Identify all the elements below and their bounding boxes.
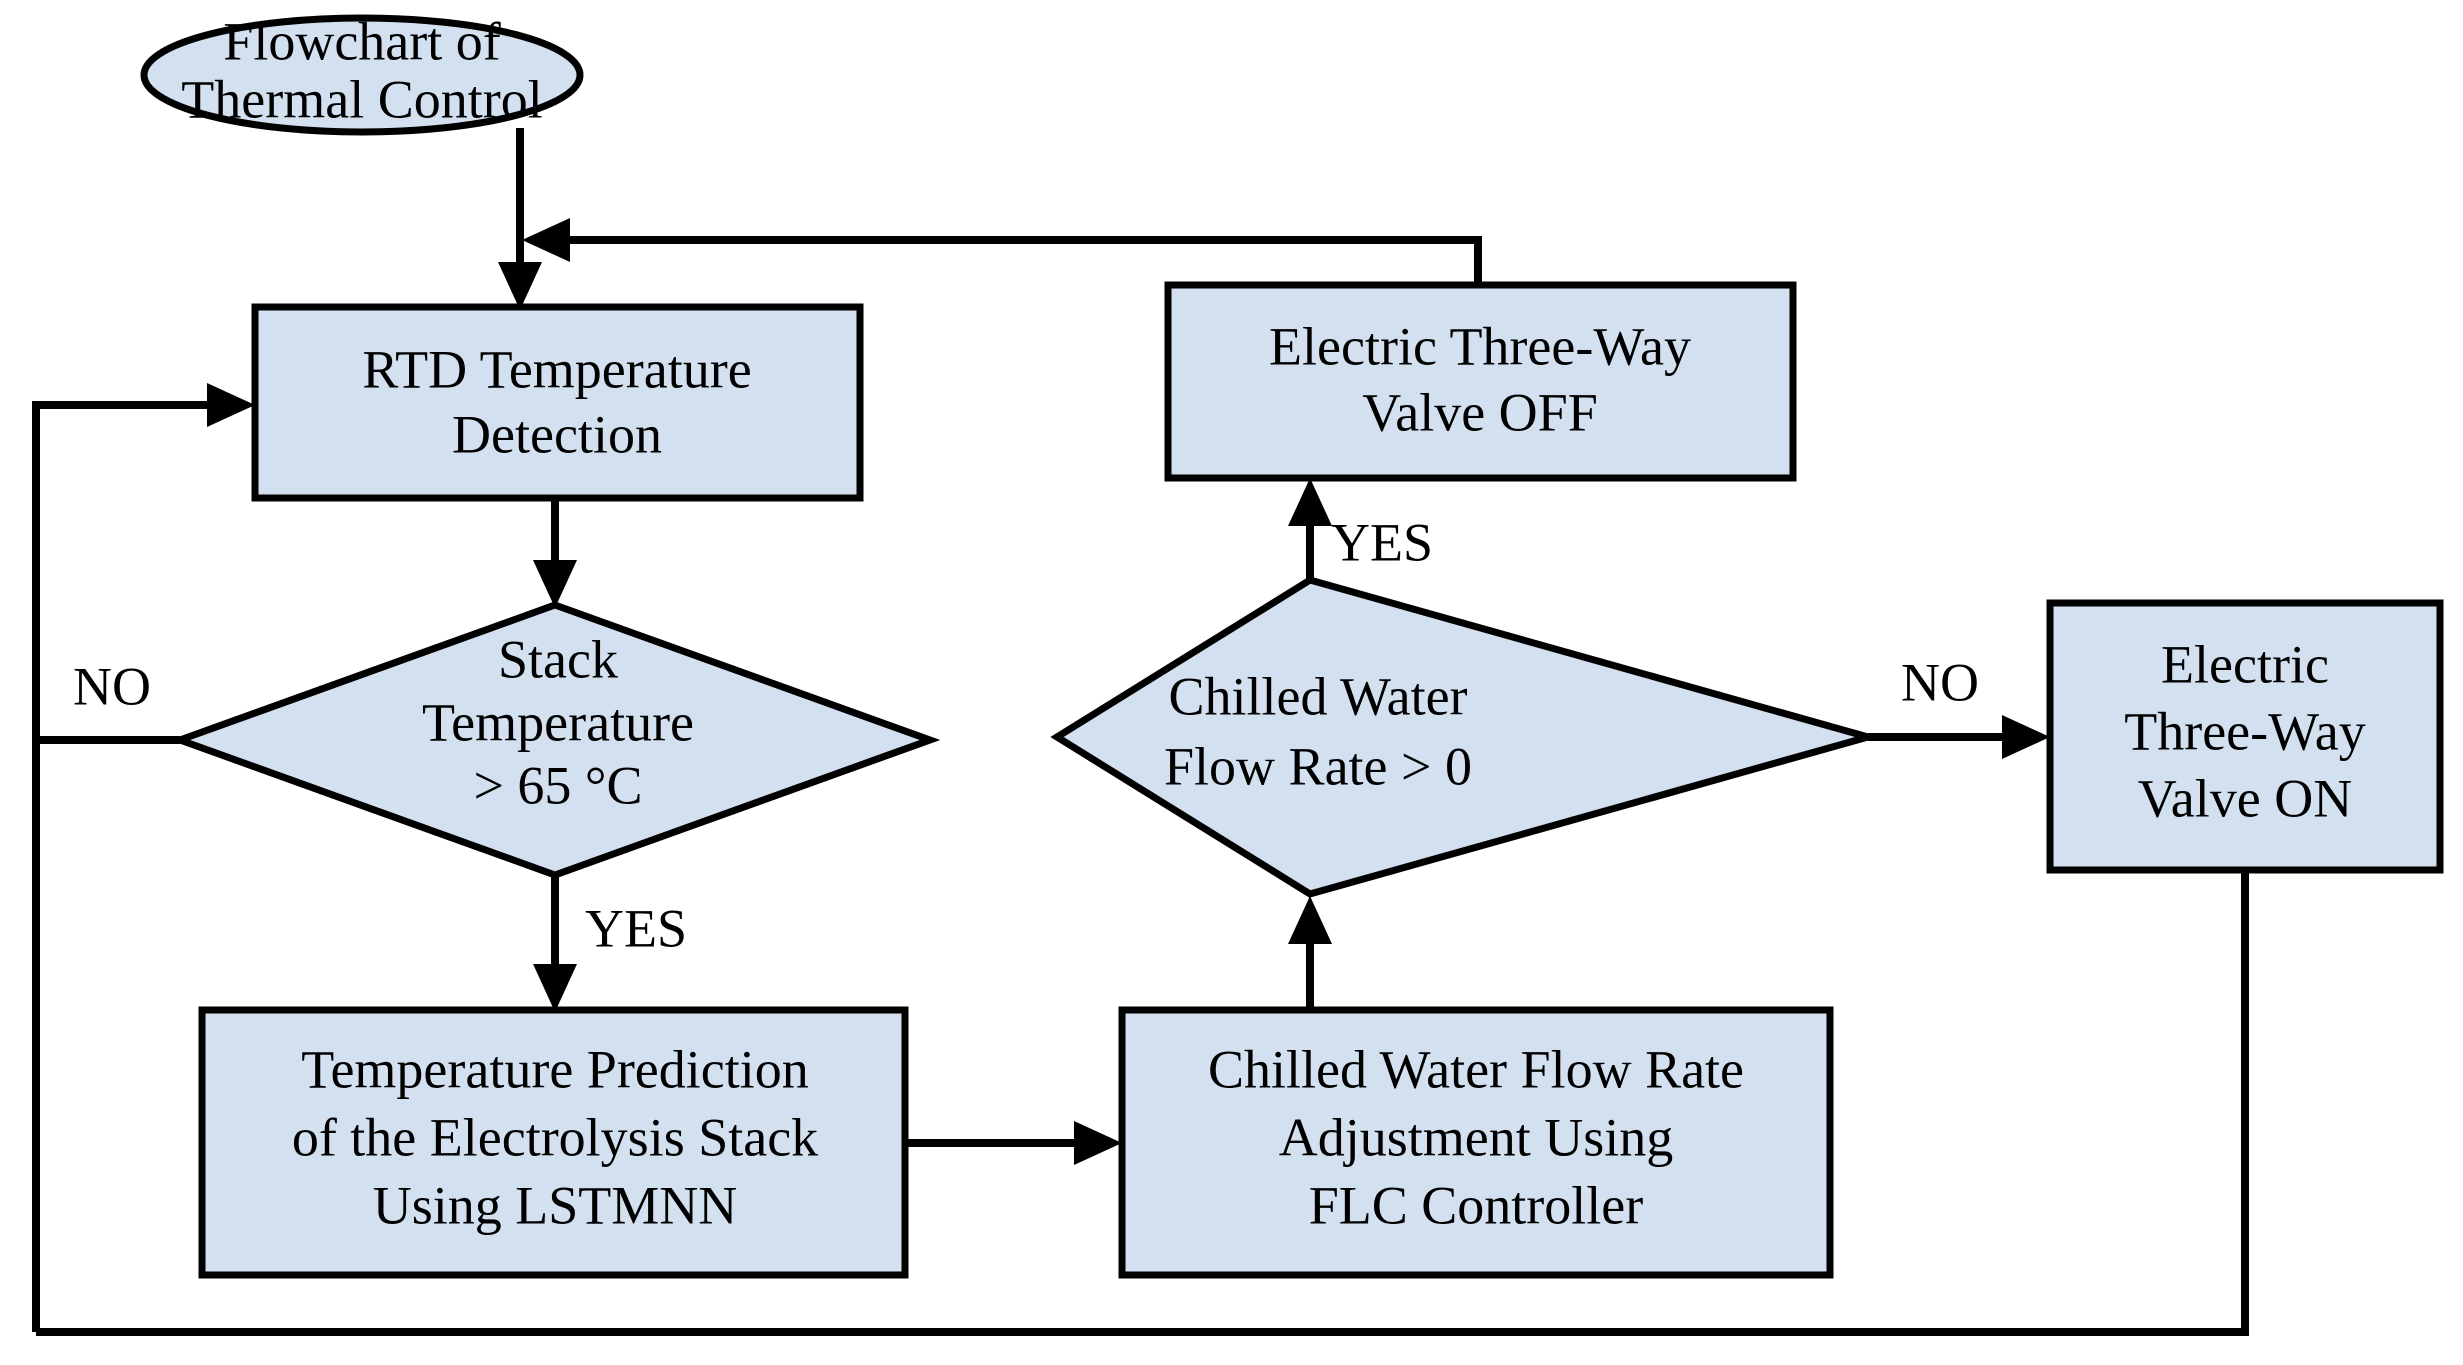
node-flow-rate-decision[interactable]: Chilled Water Flow Rate > 0 bbox=[1050, 576, 1881, 898]
edge-rtd-to-stack-decision bbox=[533, 498, 577, 608]
edge-flow-yes-to-valve-off bbox=[1288, 478, 1332, 580]
node-flc-controller[interactable]: Chilled Water Flow Rate Adjustment Using… bbox=[1118, 1006, 1834, 1279]
node-flc-line1: Chilled Water Flow Rate bbox=[1208, 1039, 1744, 1099]
node-stack-temperature-decision[interactable]: Stack Temperature > 65 °C bbox=[169, 601, 941, 879]
edge-flow-no-to-valve-on bbox=[1868, 715, 2050, 759]
node-valve-off-line1: Electric Three-Way bbox=[1269, 316, 1691, 376]
node-stack-line2: Temperature bbox=[422, 692, 694, 752]
edge-label-stack-yes: YES bbox=[585, 898, 687, 958]
node-temperature-prediction[interactable]: Temperature Prediction of the Electrolys… bbox=[198, 1006, 909, 1279]
node-valve-on-line2: Three-Way bbox=[2124, 701, 2366, 761]
node-valve-on-line1: Electric bbox=[2161, 634, 2329, 694]
node-prediction-line2: of the Electrolysis Stack bbox=[292, 1107, 818, 1167]
node-rtd-line2: Detection bbox=[452, 404, 662, 464]
edge-flc-to-flow-decision bbox=[1288, 896, 1332, 1010]
edge-label-flow-yes: YES bbox=[1331, 512, 1433, 572]
node-prediction-line1: Temperature Prediction bbox=[301, 1039, 809, 1099]
edge-label-stack-no: NO bbox=[73, 656, 151, 716]
edge-start-to-rtd bbox=[498, 128, 542, 310]
node-valve-off-line2: Valve OFF bbox=[1362, 382, 1598, 442]
node-flow-line2: Flow Rate > 0 bbox=[1164, 736, 1472, 796]
node-flow-line1: Chilled Water bbox=[1168, 666, 1467, 726]
node-valve-off[interactable]: Electric Three-Way Valve OFF bbox=[1164, 281, 1797, 482]
node-start-line1: Flowchart of bbox=[223, 11, 500, 71]
edge-valveoff-feedback-to-rtd bbox=[522, 218, 1482, 285]
node-start[interactable]: Flowchart of Thermal Control bbox=[140, 11, 584, 136]
node-prediction-line3: Using LSTMNN bbox=[373, 1175, 738, 1235]
node-stack-line1: Stack bbox=[498, 629, 618, 689]
edge-stack-yes-to-prediction bbox=[533, 875, 577, 1012]
node-flc-line2: Adjustment Using bbox=[1279, 1107, 1674, 1167]
edge-label-flow-no: NO bbox=[1901, 652, 1979, 712]
node-valve-on-line3: Valve ON bbox=[2138, 768, 2352, 828]
node-rtd-temperature-detection[interactable]: RTD Temperature Detection bbox=[251, 303, 864, 502]
node-start-line2: Thermal Control bbox=[181, 69, 542, 129]
edge-prediction-to-flc bbox=[905, 1121, 1122, 1165]
node-stack-line3: > 65 °C bbox=[473, 755, 642, 815]
edge-stack-no-to-rtd bbox=[32, 383, 255, 744]
node-flc-line3: FLC Controller bbox=[1309, 1175, 1644, 1235]
node-rtd-line1: RTD Temperature bbox=[362, 339, 751, 399]
edge-valve-on-bottom-return bbox=[36, 870, 2249, 1336]
node-valve-on[interactable]: Electric Three-Way Valve ON bbox=[2046, 599, 2444, 874]
